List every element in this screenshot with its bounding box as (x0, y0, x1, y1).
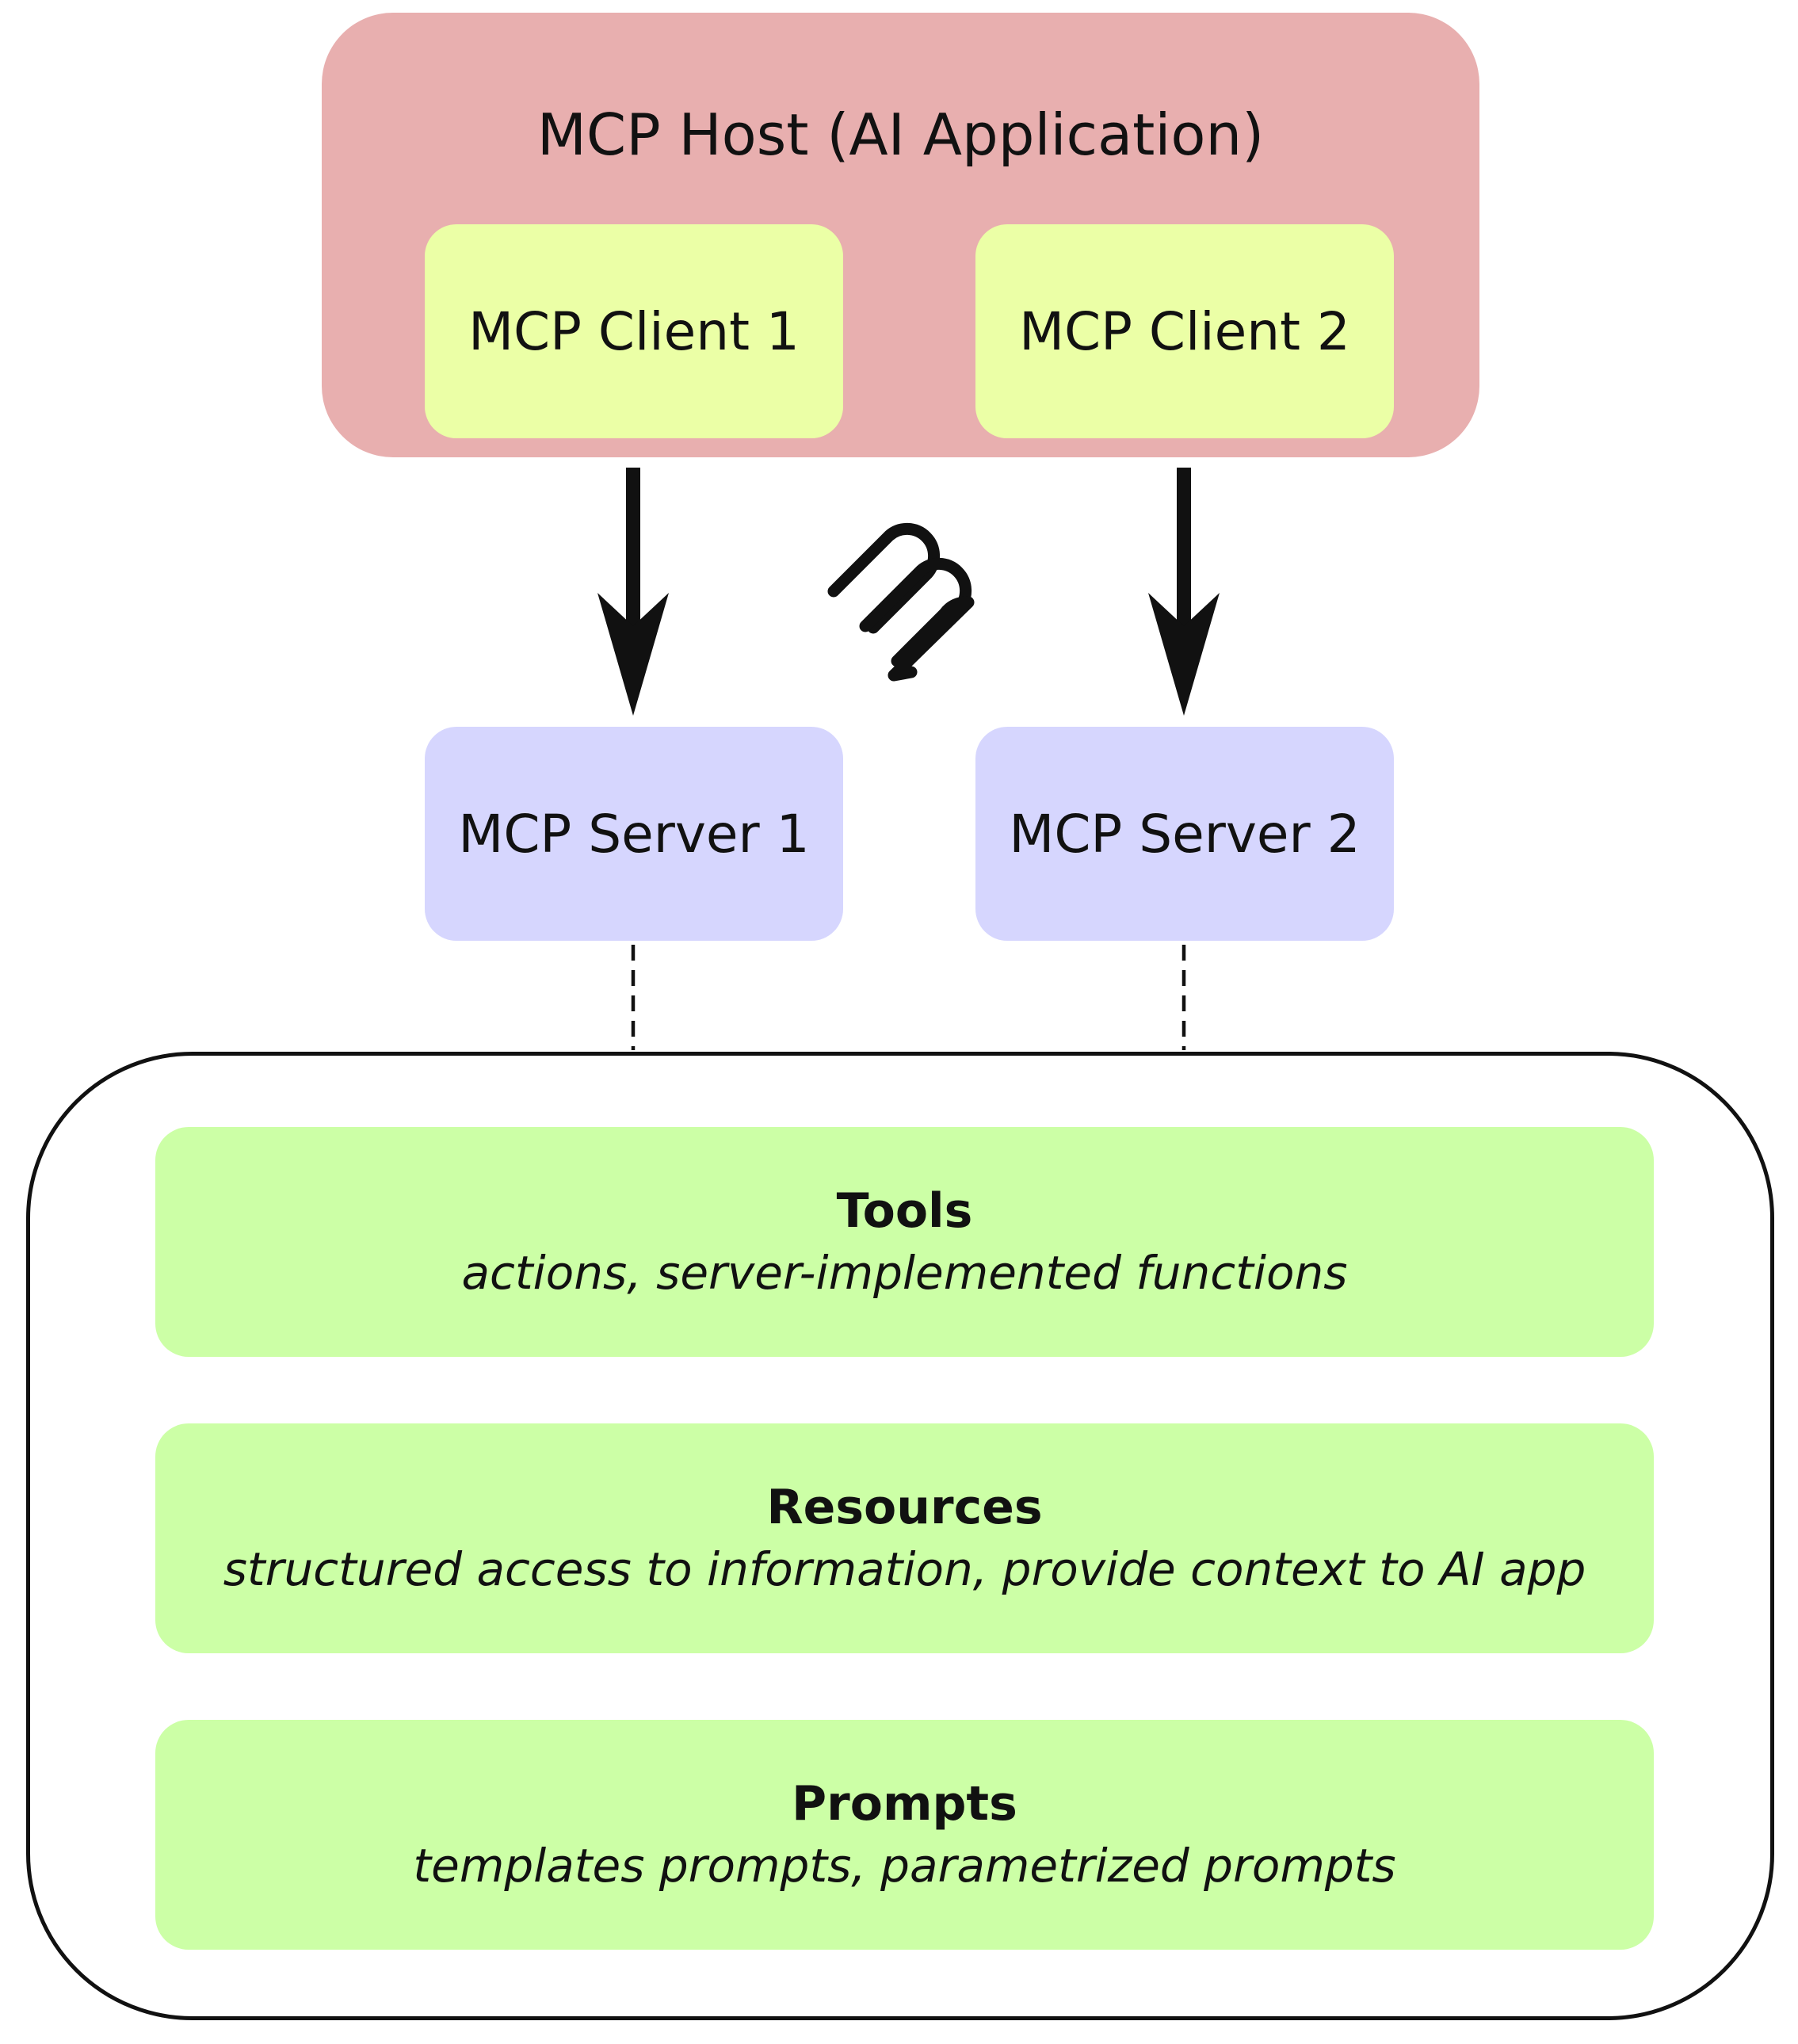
capability-resources-title: Resources (766, 1480, 1043, 1536)
capability-prompts-description: templates prompts, parametrized prompts (413, 1839, 1396, 1893)
mcp-client-1-label: MCP Client 1 (468, 300, 800, 362)
mcp-server-2-box: MCP Server 2 (975, 727, 1394, 941)
mcp-server-1-label: MCP Server 1 (458, 803, 810, 865)
mcp-client-2-box: MCP Client 2 (975, 224, 1394, 438)
arrow-client2-to-server2 (1148, 468, 1220, 716)
capability-resources-description: structured access to information, provid… (223, 1542, 1586, 1597)
capability-tools-title: Tools (836, 1183, 973, 1240)
capability-prompts: Prompts templates prompts, parametrized … (155, 1720, 1654, 1950)
capability-prompts-title: Prompts (792, 1776, 1017, 1832)
capability-resources: Resources structured access to informati… (155, 1423, 1654, 1653)
capability-tools: Tools actions, server-implemented functi… (155, 1127, 1654, 1357)
mcp-client-2-label: MCP Client 2 (1019, 300, 1350, 362)
mcp-server-1-box: MCP Server 1 (425, 727, 843, 941)
mcp-host-title: MCP Host (AI Application) (536, 101, 1265, 168)
server-capabilities-container: Tools actions, server-implemented functi… (26, 1052, 1774, 2020)
mcp-client-1-box: MCP Client 1 (425, 224, 843, 438)
mcp-server-2-label: MCP Server 2 (1009, 803, 1361, 865)
capability-tools-description: actions, server-implemented functions (461, 1246, 1348, 1301)
mcp-logo-icon (827, 522, 975, 682)
arrow-client1-to-server1 (597, 468, 669, 716)
